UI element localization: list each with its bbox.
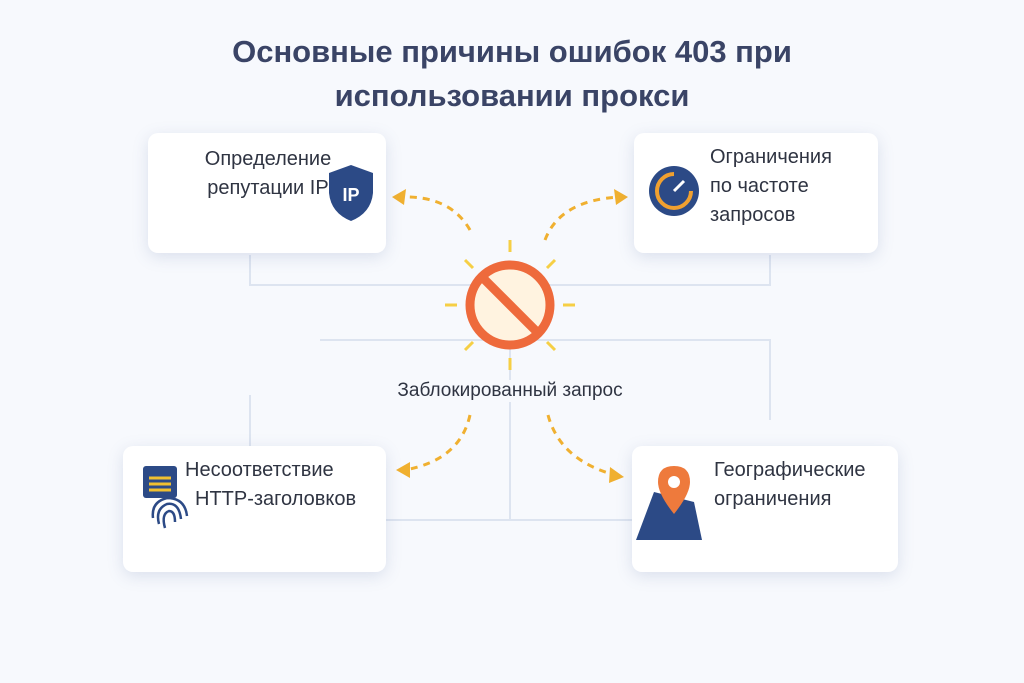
- title-line-2: использовании прокси: [334, 78, 690, 113]
- arrow-to-geo: [546, 414, 616, 477]
- shield-ip-icon: IP: [329, 165, 373, 221]
- blocked-icon: [445, 240, 575, 370]
- arrow-to-rate: [543, 195, 621, 241]
- arrow-to-http: [404, 414, 472, 472]
- title-line-1: Основные причины ошибок 403 при: [232, 34, 792, 69]
- arrow-to-ip: [399, 195, 472, 231]
- center-label: Заблокированный запрос: [330, 380, 690, 402]
- svg-text:IP: IP: [342, 185, 359, 205]
- fingerprint-card-icon: [143, 466, 189, 529]
- page-title: Основные причины ошибок 403 при использов…: [0, 30, 1024, 118]
- gauge-icon: [649, 166, 699, 216]
- map-pin-icon: [636, 466, 702, 540]
